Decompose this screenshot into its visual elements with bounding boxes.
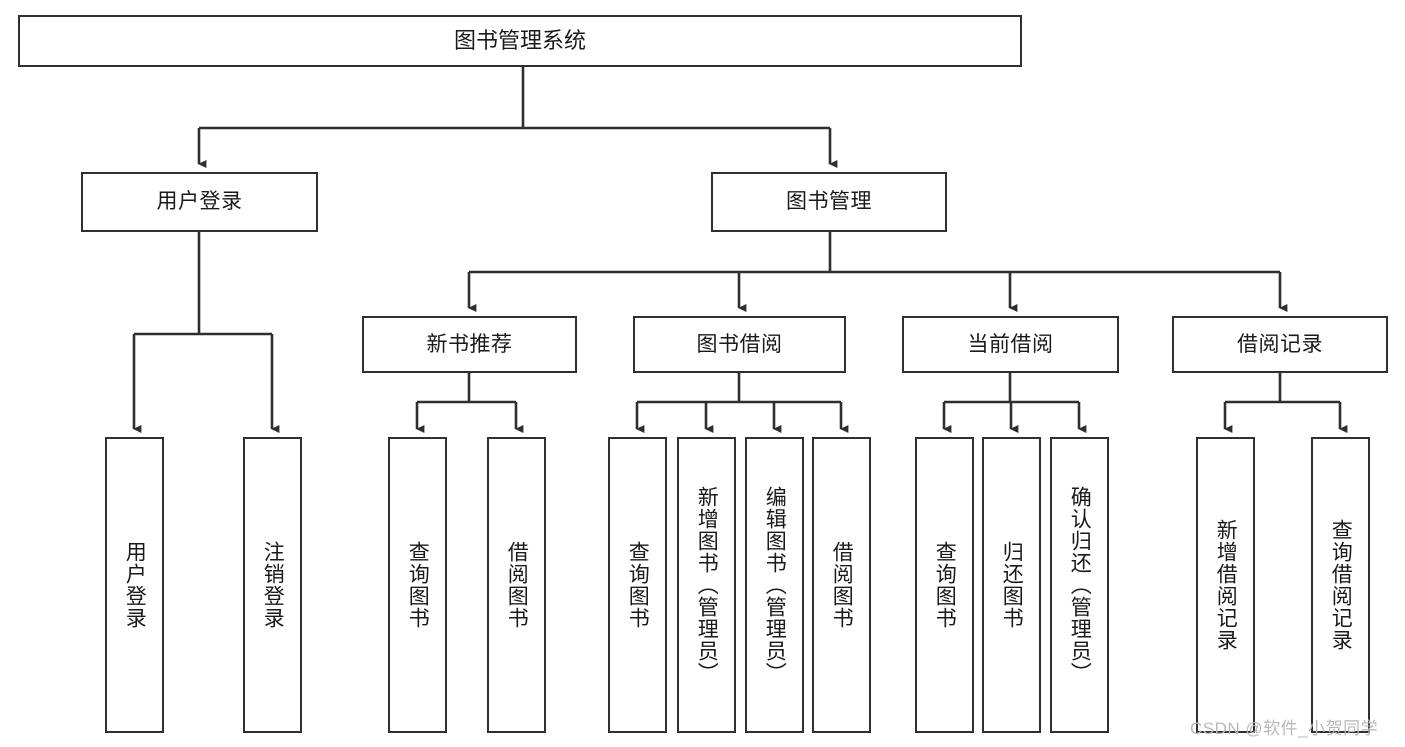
node-leaf-borrow-book[interactable]: 借阅图书 xyxy=(812,437,871,733)
node-leaf-add-borrow-record-label: 新增借阅记录 xyxy=(1214,519,1238,651)
node-leaf-add-book-admin[interactable]: 新增图书（管理员） xyxy=(677,437,736,733)
node-leaf-return-book[interactable]: 归还图书 xyxy=(982,437,1041,733)
node-user-login[interactable]: 用户登录 xyxy=(81,172,318,232)
node-leaf-current-query-book[interactable]: 查询图书 xyxy=(915,437,974,733)
node-leaf-query-borrow-record[interactable]: 查询借阅记录 xyxy=(1311,437,1370,733)
node-book-borrow[interactable]: 图书借阅 xyxy=(633,316,846,373)
node-leaf-user-login[interactable]: 用户登录 xyxy=(105,437,164,733)
node-leaf-borrow-query-book[interactable]: 查询图书 xyxy=(608,437,667,733)
node-leaf-query-borrow-record-label: 查询借阅记录 xyxy=(1329,519,1353,651)
csdn-watermark: CSDN @软件_小贺同学 xyxy=(1190,719,1379,738)
node-leaf-logout-label: 注销登录 xyxy=(261,541,285,629)
node-leaf-newbook-query-book[interactable]: 查询图书 xyxy=(388,437,447,733)
node-borrow-record-label: 借阅记录 xyxy=(1237,332,1323,356)
node-borrow-record[interactable]: 借阅记录 xyxy=(1172,316,1388,373)
node-book-manage[interactable]: 图书管理 xyxy=(711,172,947,232)
node-leaf-edit-book-admin[interactable]: 编辑图书（管理员） xyxy=(745,437,804,733)
node-leaf-add-borrow-record[interactable]: 新增借阅记录 xyxy=(1196,437,1255,733)
node-leaf-newbook-borrow-book[interactable]: 借阅图书 xyxy=(487,437,546,733)
node-leaf-borrow-query-book-label: 查询图书 xyxy=(626,541,650,629)
node-leaf-logout[interactable]: 注销登录 xyxy=(243,437,302,733)
node-new-book-recommend[interactable]: 新书推荐 xyxy=(362,316,577,373)
node-leaf-edit-book-admin-label: 编辑图书（管理员） xyxy=(763,486,787,684)
node-leaf-newbook-query-book-label: 查询图书 xyxy=(406,541,430,629)
node-book-borrow-label: 图书借阅 xyxy=(696,332,783,356)
node-new-book-recommend-label: 新书推荐 xyxy=(426,332,513,356)
node-user-login-label: 用户登录 xyxy=(156,190,243,214)
node-leaf-newbook-borrow-book-label: 借阅图书 xyxy=(505,541,529,629)
node-root-system[interactable]: 图书管理系统 xyxy=(18,15,1022,67)
node-current-borrow-label: 当前借阅 xyxy=(967,332,1054,356)
node-current-borrow[interactable]: 当前借阅 xyxy=(902,316,1119,373)
node-root-label: 图书管理系统 xyxy=(453,27,586,53)
node-leaf-user-login-label: 用户登录 xyxy=(123,541,147,629)
node-leaf-return-book-label: 归还图书 xyxy=(1000,541,1024,629)
node-book-manage-label: 图书管理 xyxy=(786,190,872,214)
node-leaf-borrow-book-label: 借阅图书 xyxy=(830,541,854,629)
node-leaf-add-book-admin-label: 新增图书（管理员） xyxy=(695,486,719,684)
node-leaf-confirm-return-admin[interactable]: 确认归还（管理员） xyxy=(1050,437,1109,733)
node-leaf-confirm-return-admin-label: 确认归还（管理员） xyxy=(1068,486,1092,684)
node-leaf-current-query-book-label: 查询图书 xyxy=(933,541,957,629)
